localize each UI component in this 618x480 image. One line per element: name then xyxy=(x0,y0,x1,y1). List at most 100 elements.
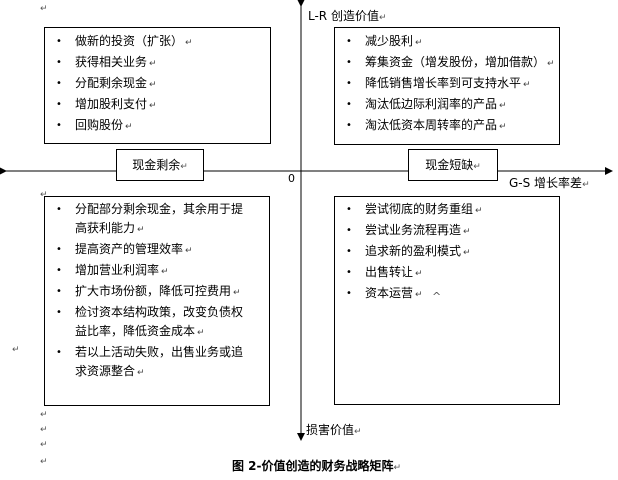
quadrant-bottom-left: •分配部分剩余现金，其余用于提高获利能力↵•提高资产的管理效率↵•增加营业利润率… xyxy=(44,196,270,406)
list-item: • 若以上活动失败，出售业务或追求资源整合↵ xyxy=(45,343,269,383)
paragraph-mark: ↵ xyxy=(185,246,193,256)
paragraph-mark: ↵ xyxy=(475,206,483,216)
list-item-text: 扩大市场份额，降低可控费用↵ xyxy=(75,284,241,298)
bullet-icon: • xyxy=(56,99,62,110)
list-item-text: 增加营业利润率↵ xyxy=(75,263,169,277)
list-item-text: 若以上活动失败，出售业务或追 xyxy=(75,345,244,359)
list-item: •尝试业务流程再造↵ xyxy=(335,221,559,242)
cash-surplus-label: 现金剩余↵ xyxy=(116,149,204,181)
list-item: • 淘汰低边际利润率的产品↵ xyxy=(335,95,559,116)
margin-mark: ↵ xyxy=(12,345,20,355)
paragraph-mark: ↵ xyxy=(463,227,471,237)
list-top-right: • 减少股利↵ • 筹集资金（增发股份，增加借款）↵ • 降低销售增长率到可支持水平↵ • 淘… xyxy=(335,32,559,137)
list-item-text: 资本运营↵ xyxy=(365,286,423,300)
paragraph-mark: ↵ xyxy=(185,38,193,48)
list-top-left: •做新的投资（扩张）↵•获得相关业务↵•分配剩余现金↵•增加股利支付↵•回购股份… xyxy=(45,32,270,137)
list-item-text: 分配剩余现金↵ xyxy=(75,76,157,90)
list-item-text: 尝试彻底的财务重组↵ xyxy=(365,202,483,216)
paragraph-mark: ↵ xyxy=(149,80,157,90)
list-item: • 减少股利↵ xyxy=(335,32,559,53)
bullet-icon: • xyxy=(56,244,62,255)
margin-mark: ↵ xyxy=(40,190,48,200)
axis-bottom-label: 损害价值↵ xyxy=(306,423,362,437)
bullet-icon: • xyxy=(56,120,62,131)
paragraph-mark: ↵ xyxy=(499,122,507,132)
paragraph-mark: ↵ xyxy=(233,288,241,298)
origin-label: 0 xyxy=(288,172,295,185)
list-item-text: 淘汰低边际利润率的产品↵ xyxy=(365,97,507,111)
quadrant-top-right: • 减少股利↵ • 筹集资金（增发股份，增加借款）↵ • 降低销售增长率到可支持水平↵ • 淘… xyxy=(334,27,560,145)
bullet-icon: • xyxy=(56,307,62,318)
margin-mark: ↵ xyxy=(40,440,48,450)
cash-shortage-label: 现金短缺↵ xyxy=(408,149,498,181)
list-item: •增加营业利润率↵ xyxy=(45,261,269,282)
paragraph-mark: ↵ xyxy=(415,290,423,300)
bullet-icon: • xyxy=(346,288,352,299)
list-item: • 增加股利支付↵ xyxy=(45,95,270,116)
paragraph-mark: ↵ xyxy=(125,122,133,132)
bullet-icon: • xyxy=(346,204,352,215)
list-item: • 筹集资金（增发股份，增加借款）↵ xyxy=(335,53,559,74)
list-item: • 分配部分剩余现金，其余用于提高获利能力↵ xyxy=(45,200,269,240)
list-bottom-right: •尝试彻底的财务重组↵•尝试业务流程再造↵•追求新的盈利模式↵•出售转让↵•资本… xyxy=(335,200,559,305)
list-item-text: 减少股利↵ xyxy=(365,34,423,48)
list-bottom-left: •分配部分剩余现金，其余用于提高获利能力↵•提高资产的管理效率↵•增加营业利润率… xyxy=(45,200,269,383)
paragraph-mark: ↵ xyxy=(499,101,507,111)
list-item: • 追求新的盈利模式↵ xyxy=(335,242,559,263)
list-item: • 分配剩余现金↵ xyxy=(45,74,270,95)
list-item: • 降低销售增长率到可支持水平↵ xyxy=(335,74,559,95)
list-item: •获得相关业务↵ xyxy=(45,53,270,74)
list-item-text: 求资源整合↵ xyxy=(75,364,145,378)
bullet-icon: • xyxy=(346,246,352,257)
axis-top-label: L-R 创造价值↵ xyxy=(308,9,387,23)
bullet-icon: • xyxy=(346,120,352,131)
paragraph-mark: ↵ xyxy=(149,101,157,111)
bullet-icon: • xyxy=(56,78,62,89)
bullet-icon: • xyxy=(56,347,62,358)
paragraph-mark: ↵ xyxy=(197,328,205,338)
paragraph-mark: ↵ xyxy=(415,38,423,48)
paragraph-mark: ↵ xyxy=(149,59,157,69)
list-item: •提高资产的管理效率↵ xyxy=(45,240,269,261)
list-item-text: 检讨资本结构政策，改变负债权 xyxy=(75,305,244,319)
list-item-text: 增加股利支付↵ xyxy=(75,97,157,111)
paragraph-mark: ↵ xyxy=(415,269,423,279)
bullet-icon: • xyxy=(346,99,352,110)
list-item-text: 回购股份↵ xyxy=(75,118,133,132)
margin-mark: ↵ xyxy=(40,410,48,420)
list-item: • 做新的投资（扩张）↵ xyxy=(45,32,270,53)
caret-mark: ^ xyxy=(432,290,442,303)
bullet-icon: • xyxy=(346,57,352,68)
quadrant-top-left: •做新的投资（扩张）↵•获得相关业务↵•分配剩余现金↵•增加股利支付↵•回购股份… xyxy=(44,27,271,144)
paragraph-mark: ↵ xyxy=(463,248,471,258)
bullet-icon: • xyxy=(346,36,352,47)
list-item-text: 淘汰低资本周转率的产品↵ xyxy=(365,118,507,132)
list-item-text: 追求新的盈利模式↵ xyxy=(365,244,471,258)
list-item: • 尝试彻底的财务重组↵ xyxy=(335,200,559,221)
bullet-icon: • xyxy=(346,78,352,89)
bullet-icon: • xyxy=(56,204,62,215)
list-item: • 回购股份↵ xyxy=(45,116,270,137)
list-item: • 资本运营↵ xyxy=(335,284,559,305)
list-item-text: 尝试业务流程再造↵ xyxy=(365,223,471,237)
list-item-text: 筹集资金（增发股份，增加借款）↵ xyxy=(365,55,555,69)
paragraph-mark: ↵ xyxy=(161,267,169,277)
list-item: •出售转让↵ xyxy=(335,263,559,284)
list-item-text: 益比率，降低资金成本↵ xyxy=(75,324,205,338)
figure-caption: 图 2-价值创造的财务战略矩阵↵ xyxy=(232,459,402,473)
bullet-icon: • xyxy=(346,267,352,278)
paragraph-mark: ↵ xyxy=(523,80,531,90)
list-item-text: 高获利能力↵ xyxy=(75,221,145,235)
axis-right-label: G-S 增长率差↵ xyxy=(509,176,590,190)
margin-mark: ↵ xyxy=(40,4,48,14)
bullet-icon: • xyxy=(56,57,62,68)
list-item-text: 做新的投资（扩张）↵ xyxy=(75,34,193,48)
list-item-text: 分配部分剩余现金，其余用于提 xyxy=(75,202,244,216)
bullet-icon: • xyxy=(56,36,62,47)
paragraph-mark: ↵ xyxy=(547,59,555,69)
list-item-text: 降低销售增长率到可支持水平↵ xyxy=(365,76,531,90)
paragraph-mark: ↵ xyxy=(137,368,145,378)
list-item: • 淘汰低资本周转率的产品↵ xyxy=(335,116,559,137)
